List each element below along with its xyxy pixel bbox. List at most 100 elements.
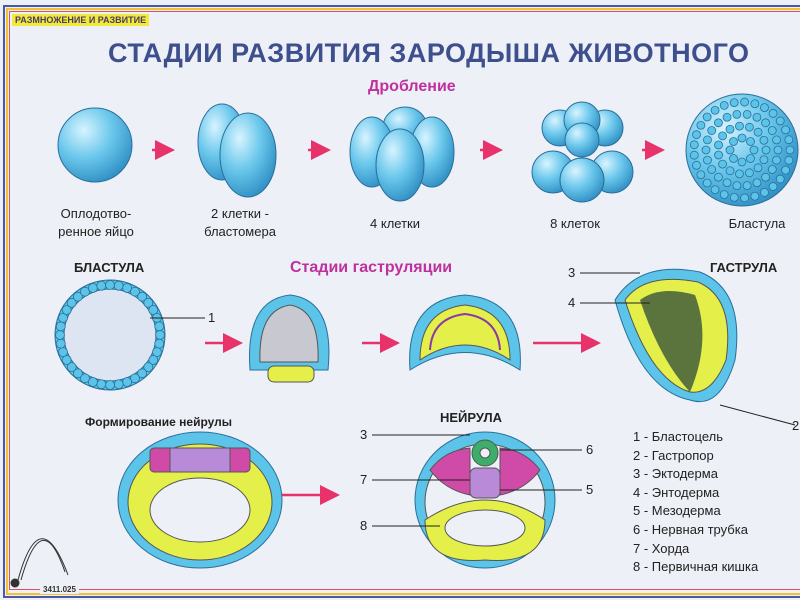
catalog-code: 3411.025 [40, 585, 79, 594]
cell [768, 182, 778, 191]
cell [696, 170, 706, 180]
marker-2: 2 [792, 418, 800, 433]
cell [722, 112, 732, 122]
cell [761, 118, 770, 128]
legend-item: 8 - Первичная кишка [633, 559, 759, 575]
cell [137, 291, 148, 302]
legend-item: 4 - Энтодерма [633, 484, 720, 500]
cell [105, 380, 115, 390]
cell [761, 145, 771, 155]
cell [722, 178, 732, 188]
cell [148, 305, 159, 315]
gastrula-label: ГАСТРУЛА [710, 260, 778, 275]
cell [784, 155, 794, 165]
cell [122, 283, 133, 293]
cell [66, 297, 77, 308]
neurulation-heading: Формирование нейрулы [85, 415, 233, 429]
cell [714, 172, 723, 182]
marker-5: 5 [586, 482, 594, 497]
blastula-label: БЛАСТУЛА [74, 260, 145, 275]
cell [749, 145, 759, 155]
marker-6: 6 [586, 442, 594, 457]
cell [714, 140, 723, 150]
cell [87, 377, 98, 387]
cell [725, 145, 735, 155]
cell [55, 330, 65, 340]
stage-label-2cells: 2 клетки -бластомера [204, 206, 276, 239]
stage-label-8cells: 8 клеток [550, 216, 600, 231]
blastula-section [54, 279, 166, 391]
marker-7: 7 [360, 472, 368, 487]
section-tag: РАЗМНОЖЕНИЕ И РАЗВИТИЕ [12, 14, 150, 26]
cell [745, 122, 754, 132]
neurula [414, 431, 556, 569]
cell [702, 178, 712, 188]
cell [761, 172, 770, 182]
cell [718, 131, 727, 141]
cell [784, 135, 794, 145]
cell [152, 347, 162, 358]
pointer-line-2 [719, 404, 796, 426]
cell [735, 169, 744, 179]
cell [742, 181, 752, 191]
marker-3: 3 [568, 265, 576, 280]
cell [729, 192, 739, 202]
cell [692, 160, 701, 170]
cell [154, 321, 165, 332]
legend-item: 5 - Мезодерма [633, 503, 721, 519]
legend-item: 3 - Эктодерма [633, 466, 718, 482]
cell [689, 150, 699, 160]
cell [732, 109, 742, 119]
cell [137, 368, 148, 379]
cell [143, 362, 154, 373]
cell [55, 321, 66, 332]
marker-4: 4 [568, 295, 576, 310]
cell [58, 347, 68, 358]
cell [767, 126, 777, 135]
cell [753, 127, 763, 137]
stage-label-blastula: Бластула [728, 216, 786, 231]
cell [750, 99, 760, 109]
cell [759, 155, 769, 165]
cell [130, 286, 140, 297]
poster-border-red [9, 11, 800, 590]
cell [735, 121, 744, 131]
cell [710, 105, 720, 115]
cell [707, 126, 717, 135]
eight-cell-stage [531, 101, 634, 203]
poster-border-blue [3, 5, 800, 598]
cell [725, 124, 735, 134]
cell [72, 368, 83, 379]
gastrulation-stage-2 [409, 294, 521, 371]
cell [696, 120, 706, 130]
cell [729, 154, 738, 163]
poster-border-yellow [6, 8, 800, 595]
cell [96, 280, 107, 291]
cell [105, 280, 115, 290]
cell [148, 355, 159, 365]
cell [710, 185, 720, 195]
marker-3b: 3 [360, 427, 368, 442]
cell [759, 135, 769, 145]
legend-item: 1 - Бластоцель [633, 429, 723, 444]
cell [760, 103, 769, 112]
cell [714, 118, 723, 128]
cell [752, 112, 762, 122]
gastrula [614, 268, 738, 402]
neurula-label: НЕЙРУЛА [440, 410, 503, 425]
cell [692, 130, 701, 140]
cell [740, 193, 749, 203]
cell [775, 174, 785, 184]
cell [742, 109, 752, 119]
marker-1: 1 [208, 310, 216, 325]
cell [80, 373, 90, 384]
cell [707, 165, 717, 174]
legend-item: 2 - Гастропор [633, 447, 714, 463]
cell [725, 166, 735, 176]
cell [61, 355, 72, 365]
cell [750, 191, 760, 201]
cell [155, 330, 165, 340]
cell [753, 163, 763, 173]
neurula-formation [117, 431, 283, 569]
cell [703, 155, 712, 165]
